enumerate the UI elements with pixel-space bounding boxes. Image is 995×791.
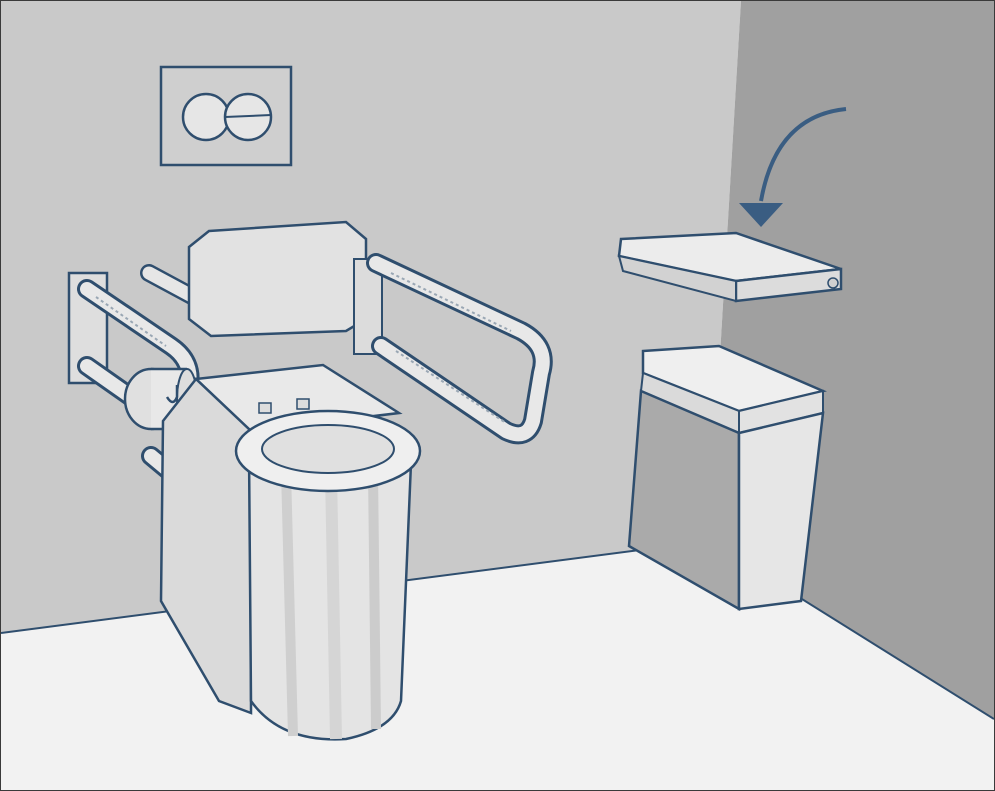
flush-plate-icon (161, 67, 291, 165)
backrest (189, 222, 366, 336)
toilet-bowl-opening (262, 425, 394, 473)
